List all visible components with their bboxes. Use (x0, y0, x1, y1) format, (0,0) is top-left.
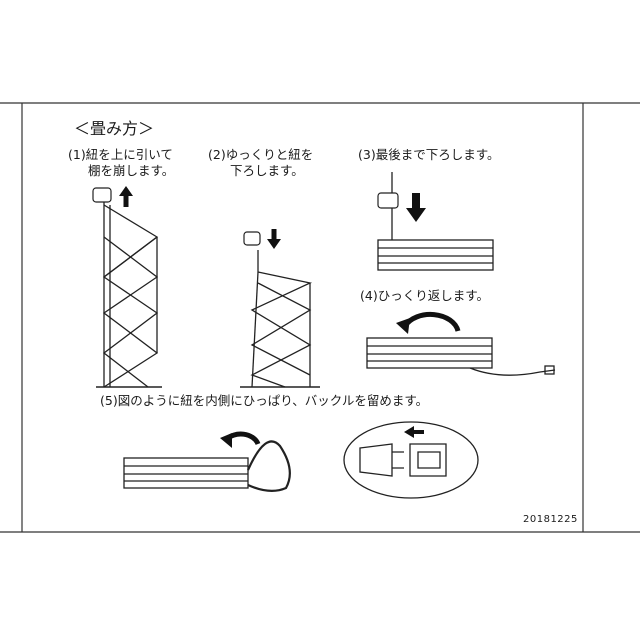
step2-line2: 下ろします。 (230, 163, 304, 178)
step2-caption: (2)ゆっくりと紐を (208, 146, 313, 163)
step3-number: (3) (358, 147, 376, 162)
paper-frame (0, 102, 640, 533)
step3-hand-icon (377, 192, 399, 209)
step4-number: (4) (360, 288, 378, 303)
step5-curved-arrowhead (220, 433, 232, 448)
step5-rack-figure (123, 440, 291, 492)
step1-line2: 棚を崩します。 (88, 163, 175, 178)
step5-number: (5) (100, 393, 118, 408)
buckle-detail-figure (343, 421, 479, 499)
step2-line1: ゆっくりと紐を (225, 147, 314, 162)
step4-curved-arrowhead (396, 318, 410, 334)
step4-line1: ひっくり返します。 (377, 288, 489, 303)
step3-rack-figure (377, 172, 494, 271)
step3-down-arrow-icon (406, 193, 426, 222)
step3-line1: 最後まで下ろします。 (375, 147, 500, 162)
step2-rack-figure (240, 250, 320, 388)
step1-number: (1) (68, 147, 86, 162)
page-title: ＜畳み方＞ (74, 119, 155, 138)
step2-hand-icon (243, 231, 261, 246)
step2-down-arrow-icon (267, 229, 281, 249)
step1-hand-icon (92, 187, 112, 203)
step3-caption: (3)最後まで下ろします。 (358, 146, 499, 163)
step1-line1: 紐を上に引いて (85, 147, 173, 162)
step1-up-arrow-icon (119, 186, 133, 207)
step1-caption: (1)紐を上に引いて (68, 146, 173, 163)
step4-rack-figure (366, 337, 556, 376)
document-code: 20181225 (523, 514, 578, 525)
step4-caption: (4)ひっくり返します。 (360, 287, 489, 304)
step4-curved-arrow-icon (402, 311, 461, 332)
buckle-arrow-icon (404, 426, 424, 438)
step2-number: (2) (208, 147, 226, 162)
step5-line1: 図のように紐を内側にひっぱり、バックルを留めます。 (117, 393, 429, 408)
step5-caption: (5)図のように紐を内側にひっぱり、バックルを留めます。 (100, 392, 428, 409)
step1-rack-figure (96, 195, 162, 388)
